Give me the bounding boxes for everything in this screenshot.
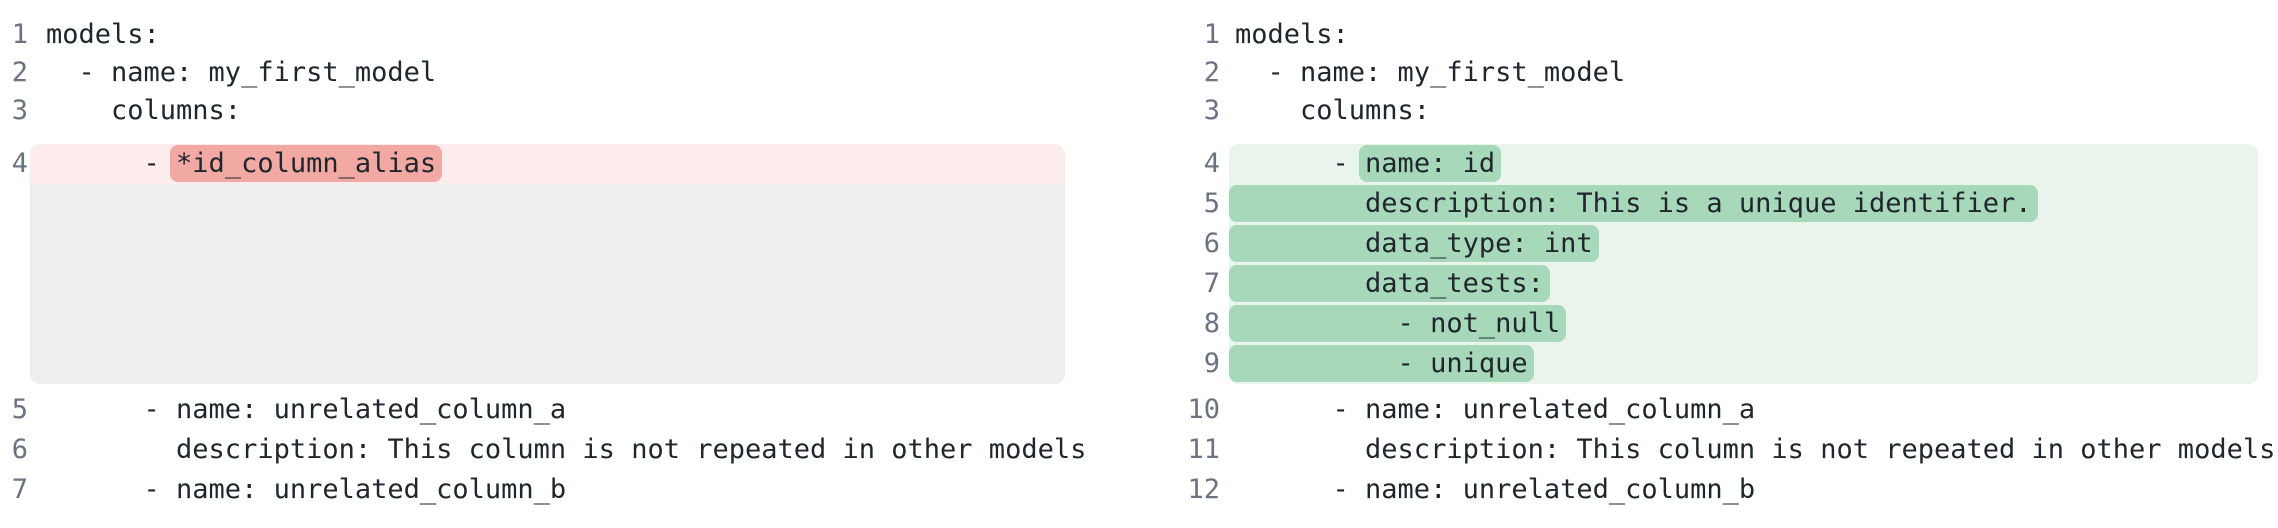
code-line: 11 description: This column is not repea… xyxy=(1139,430,2278,470)
line-text-prefix: - xyxy=(46,148,177,179)
line-number: 11 xyxy=(1187,434,1220,465)
diff-pane-original: 1 models: 2 - name: my_first_model 3 col… xyxy=(0,16,1139,510)
line-text: - unique xyxy=(1229,344,1534,384)
removed-code-line: 4 - *id_column_alias xyxy=(0,144,1139,184)
line-text: description: This column is not repeated… xyxy=(1235,434,2276,465)
line-number: 2 xyxy=(11,57,28,88)
line-number: 1 xyxy=(1203,19,1220,50)
line-text: - name: unrelated_column_a xyxy=(46,394,567,425)
line-number: 12 xyxy=(1187,474,1220,505)
code-line: 7 - name: unrelated_column_b xyxy=(0,470,1139,510)
line-text: - name: my_first_model xyxy=(46,57,437,88)
line-text: models: xyxy=(1235,19,1349,50)
line-number: 10 xyxy=(1187,394,1220,425)
line-text: - name: unrelated_column_b xyxy=(1235,474,1756,505)
line-text: data_tests: xyxy=(1229,264,1550,304)
line-number: 8 xyxy=(1203,308,1220,339)
code-line: 6 description: This column is not repeat… xyxy=(0,430,1139,470)
line-number: 6 xyxy=(1203,228,1220,259)
line-text: - name: unrelated_column_b xyxy=(46,474,567,505)
line-text: - name: unrelated_column_a xyxy=(1235,394,1756,425)
code-line: 3 columns: xyxy=(0,92,1139,130)
added-block-background xyxy=(1229,144,2258,384)
added-highlight: - unique xyxy=(1229,345,1534,382)
line-text-prefix: - xyxy=(1235,148,1366,179)
line-number: 2 xyxy=(1203,57,1220,88)
added-highlight: - not_null xyxy=(1229,305,1567,342)
line-text: data_type: int xyxy=(1229,224,1599,264)
added-highlight: data_tests: xyxy=(1229,265,1550,302)
code-line: 1 models: xyxy=(1139,16,2278,54)
code-line: 10 - name: unrelated_column_a xyxy=(1139,390,2278,430)
line-text: - name: my_first_model xyxy=(1235,57,1626,88)
line-number: 7 xyxy=(11,474,28,505)
line-number: 3 xyxy=(1203,95,1220,126)
line-number: 4 xyxy=(11,148,28,179)
added-code-line: 8 - not_null xyxy=(1139,304,2278,344)
line-text: columns: xyxy=(46,95,242,126)
line-number: 1 xyxy=(11,19,28,50)
line-number: 9 xyxy=(1203,348,1220,379)
line-number: 5 xyxy=(1203,188,1220,219)
line-text: - *id_column_alias xyxy=(46,144,443,184)
added-code-line: 9 - unique xyxy=(1139,344,2278,384)
added-highlight: description: This is a unique identifier… xyxy=(1229,185,2038,222)
code-line: 12 - name: unrelated_column_b xyxy=(1139,470,2278,510)
line-number: 3 xyxy=(11,95,28,126)
line-text: description: This column is not repeated… xyxy=(46,434,1087,465)
added-highlight: data_type: int xyxy=(1229,225,1599,262)
code-line: 3 columns: xyxy=(1139,92,2278,130)
code-line: 5 - name: unrelated_column_a xyxy=(0,390,1139,430)
removed-highlight: *id_column_alias xyxy=(170,145,443,182)
line-text: models: xyxy=(46,19,160,50)
added-highlight: name: id xyxy=(1359,145,1502,182)
line-text: - not_null xyxy=(1229,304,1567,344)
code-line: 2 - name: my_first_model xyxy=(0,54,1139,92)
line-number: 4 xyxy=(1203,148,1220,179)
added-code-line: 4 - name: id xyxy=(1139,144,2278,184)
added-code-line: 7 data_tests: xyxy=(1139,264,2278,304)
collapsed-spacer xyxy=(30,184,1065,384)
removed-block-background xyxy=(30,144,1065,384)
added-code-line: 6 data_type: int xyxy=(1139,224,2278,264)
line-number: 7 xyxy=(1203,268,1220,299)
line-text: columns: xyxy=(1235,95,1431,126)
line-number: 5 xyxy=(11,394,28,425)
diff-pane-modified: 1 models: 2 - name: my_first_model 3 col… xyxy=(1139,0,2278,528)
line-number: 6 xyxy=(11,434,28,465)
line-text: - name: id xyxy=(1235,144,1502,184)
added-code-line: 5 description: This is a unique identifi… xyxy=(1139,184,2278,224)
code-line: 2 - name: my_first_model xyxy=(1139,54,2278,92)
line-text: description: This is a unique identifier… xyxy=(1229,184,2038,224)
code-line: 1 models: xyxy=(0,16,1139,54)
